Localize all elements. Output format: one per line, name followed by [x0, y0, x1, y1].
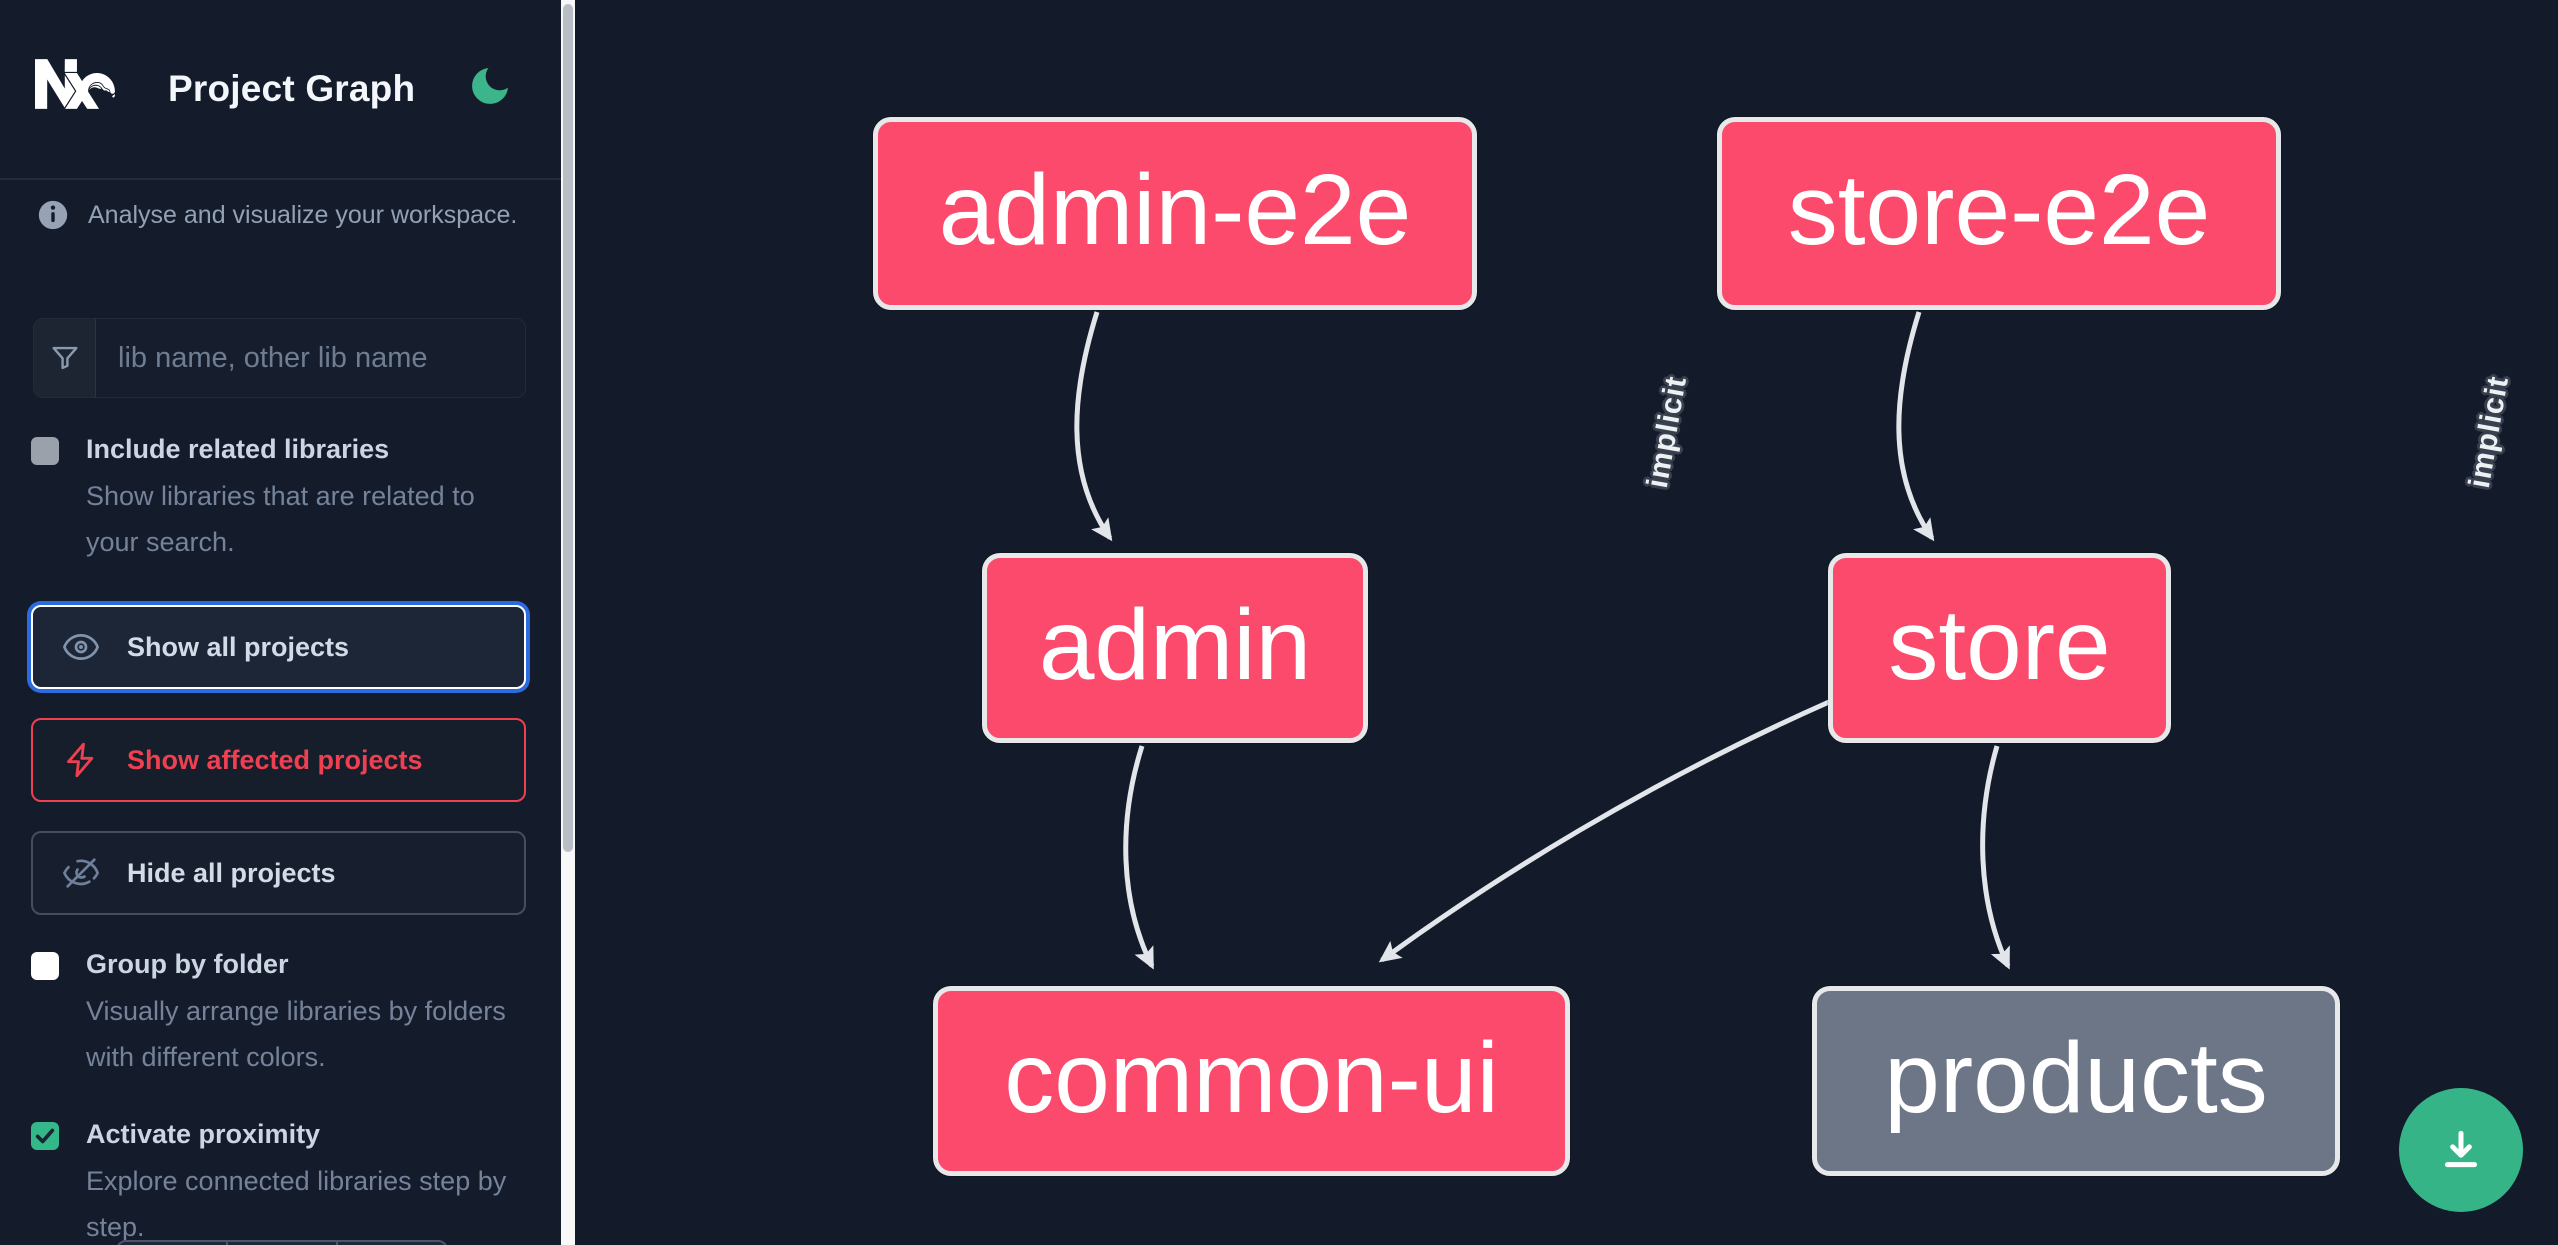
node-label: store-e2e	[1787, 154, 2211, 266]
graph-node-admin-e2e[interactable]: admin-e2e	[873, 117, 1477, 310]
checkbox-group-by-folder[interactable]	[31, 952, 59, 980]
checkbox-activate-proximity[interactable]	[31, 1122, 59, 1150]
node-label: common-ui	[1004, 1021, 1499, 1134]
proximity-depth-control[interactable]	[116, 1240, 448, 1245]
node-label: admin-e2e	[938, 154, 1412, 266]
info-text: Analyse and visualize your workspace.	[88, 200, 518, 229]
checkbox-include-related[interactable]	[31, 437, 59, 465]
header-divider	[0, 178, 561, 180]
toggle-description: Visually arrange libraries by folders wi…	[86, 996, 506, 1072]
edge-admin-e2e-admin	[1074, 311, 1113, 542]
toggle-label[interactable]: Include related libraries	[86, 434, 390, 464]
moon-icon[interactable]	[466, 62, 514, 110]
graph-node-admin[interactable]: admin	[982, 553, 1368, 743]
toggle-description: Show libraries that are related to your …	[86, 481, 475, 557]
button-label: Show all projects	[127, 631, 350, 662]
search-input[interactable]	[96, 319, 525, 397]
toggle-label[interactable]: Group by folder	[86, 949, 289, 979]
check-icon	[35, 1128, 55, 1144]
toggle-include-related: Include related libraries Show libraries…	[31, 431, 531, 565]
bolt-icon	[67, 742, 94, 778]
graph-node-common-ui[interactable]: common-ui	[933, 986, 1570, 1176]
graph-edges-layer	[1074, 311, 2011, 970]
sidebar-scrollbar-thumb[interactable]	[563, 4, 573, 852]
page-title: Project Graph	[168, 68, 416, 109]
node-label: store	[1888, 588, 2111, 701]
graph-node-store-e2e[interactable]: store-e2e	[1717, 117, 2281, 310]
eye-icon	[62, 634, 100, 660]
graph-node-products[interactable]: products	[1812, 986, 2340, 1176]
depth-value-segment	[228, 1242, 338, 1245]
graph-node-store[interactable]: store	[1828, 553, 2171, 743]
graph-canvas[interactable]: implicit implicit admin-e2e store-e2e ad…	[575, 0, 2558, 1245]
eye-off-icon	[62, 858, 100, 888]
show-all-projects-button[interactable]: Show all projects	[31, 605, 526, 689]
sidebar: Project Graph Analyse and visualize your…	[0, 0, 561, 1245]
sidebar-scrollbar-track[interactable]	[561, 0, 575, 1245]
show-affected-projects-button[interactable]: Show affected projects	[31, 718, 526, 802]
toggle-description: Explore connected libraries step by step…	[86, 1166, 507, 1242]
node-label: admin	[1038, 588, 1312, 701]
edge-store-common-ui	[1378, 699, 1831, 963]
edge-store-e2e-store	[1896, 311, 1935, 542]
button-label: Hide all projects	[127, 857, 336, 888]
depth-decrement-segment[interactable]	[118, 1242, 228, 1245]
filter-icon	[34, 319, 96, 397]
hide-all-projects-button[interactable]: Hide all projects	[31, 831, 526, 915]
nx-logo	[35, 59, 116, 109]
sidebar-header: Project Graph	[0, 0, 561, 178]
info-icon	[38, 200, 68, 230]
search-box	[33, 318, 526, 398]
edge-admin-common-ui	[1123, 745, 1155, 970]
node-label: products	[1884, 1021, 2268, 1134]
download-icon	[2444, 1130, 2478, 1168]
download-image-button[interactable]	[2399, 1088, 2523, 1212]
toggle-group-by-folder: Group by folder Visually arrange librari…	[31, 946, 531, 1080]
edge-store-products	[1980, 745, 2011, 970]
toggle-activate-proximity: Activate proximity Explore connected lib…	[31, 1116, 531, 1245]
toggle-label[interactable]: Activate proximity	[86, 1119, 321, 1149]
button-label: Show affected projects	[127, 744, 423, 775]
